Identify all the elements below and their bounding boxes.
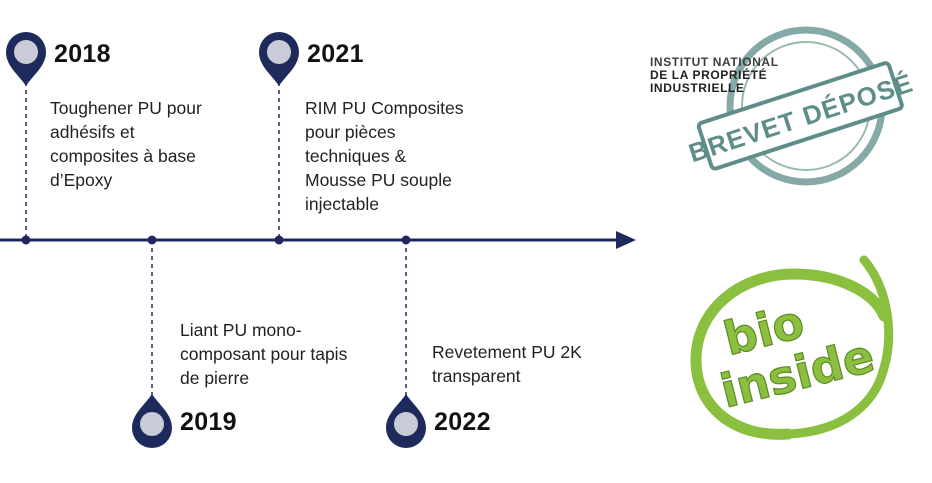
pin-2022-icon — [386, 394, 426, 448]
bio-inside-logo: bio inside — [688, 248, 896, 448]
stamp-line-3: INDUSTRIELLE — [650, 81, 745, 95]
axis-dot-2021 — [274, 235, 284, 245]
axis-arrowhead — [616, 231, 636, 249]
axis-dot-2018 — [21, 235, 31, 245]
year-2022: 2022 — [434, 408, 491, 436]
description-2019: Liant PU mono- composant pour tapis de p… — [180, 320, 348, 388]
stamp-line-2: DE LA PROPRIÉTÉ — [650, 68, 768, 82]
description-2021: RIM PU Composites pour pièces techniques… — [305, 98, 464, 214]
year-2021: 2021 — [307, 40, 364, 68]
year-2019: 2019 — [180, 408, 237, 436]
stamp-line-1: INSTITUT NATIONAL — [650, 55, 779, 69]
description-2022: Revetement PU 2K transparent — [432, 342, 582, 386]
pin-2019-icon — [132, 394, 172, 448]
axis-dot-2022 — [401, 235, 411, 245]
pin-2018-icon — [6, 32, 46, 86]
brevet-depose-stamp-logo: BREVET DÉPOSÉ INSTITUT NATIONAL DE LA PR… — [636, 18, 926, 188]
description-2018: Toughener PU pour adhésifs et composites… — [50, 98, 202, 190]
pin-2021-icon — [259, 32, 299, 86]
year-2018: 2018 — [54, 40, 111, 68]
axis-dot-2019 — [147, 235, 157, 245]
